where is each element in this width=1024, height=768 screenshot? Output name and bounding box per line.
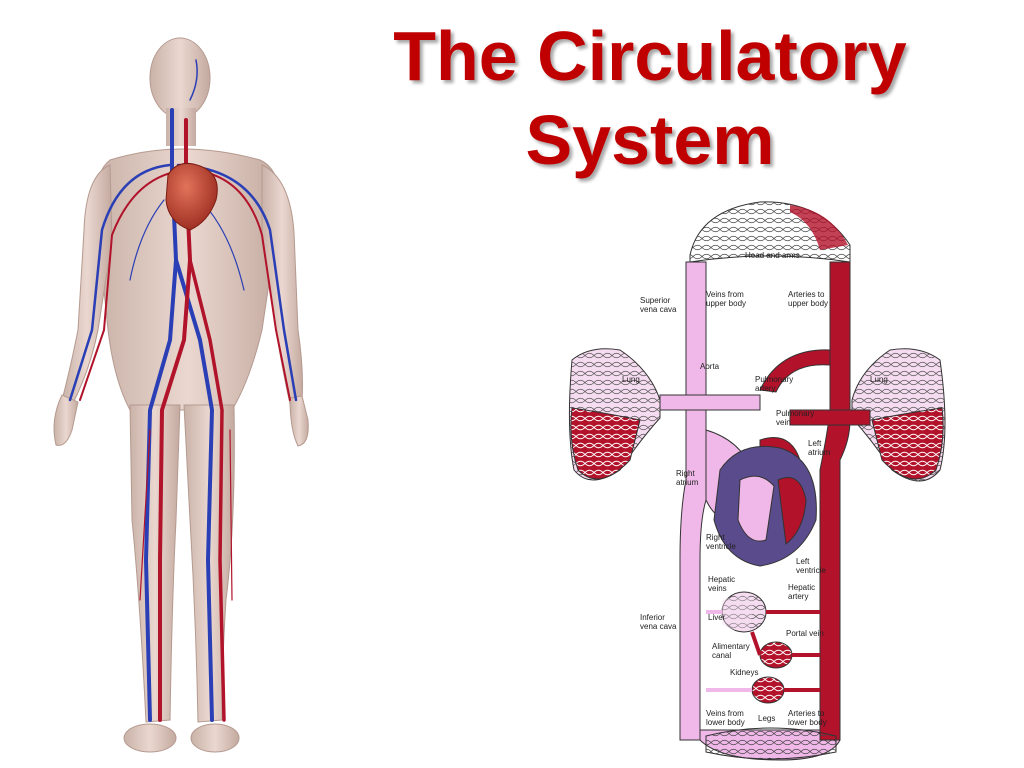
arm-right-side — [61, 164, 113, 406]
head-arms-capillaries — [689, 201, 851, 263]
hand-left-side — [289, 395, 309, 447]
label-pulmonary-vein-1: Pulmonary — [776, 409, 814, 418]
diagram-labels: Head and arms Superior vena cava Veins f… — [622, 251, 888, 727]
label-pulmonary-artery-2: artery — [755, 384, 775, 393]
liver-capillaries — [721, 591, 767, 633]
label-right-ventricle-2: ventricle — [706, 542, 736, 551]
human-figure — [53, 37, 309, 753]
heart — [165, 163, 218, 231]
label-pulmonary-artery-1: Pulmonary — [755, 375, 793, 384]
label-legs: Legs — [758, 714, 775, 723]
label-left-ventricle-1: Left — [796, 557, 810, 566]
label-veins-upper-1: Veins from — [706, 290, 744, 299]
label-pulmonary-vein-2: vein — [776, 418, 791, 427]
label-lung-left: Lung — [622, 375, 640, 384]
foot-left-side — [190, 723, 240, 753]
label-right-atrium-1: Right — [676, 469, 695, 478]
label-portal-vein: Portal vein — [786, 629, 824, 638]
label-alimentary-canal-2: canal — [712, 651, 731, 660]
label-right-atrium-2: atrium — [676, 478, 699, 487]
label-left-atrium-2: atrium — [808, 448, 831, 457]
head — [149, 37, 211, 119]
lung-right-capillaries — [851, 348, 946, 482]
leg-right-side — [129, 404, 181, 723]
page-title: The Circulatory System — [330, 14, 970, 182]
label-hepatic-artery-2: artery — [788, 592, 808, 601]
label-kidneys: Kidneys — [730, 668, 758, 677]
label-arteries-lower-1: Arteries to — [788, 709, 825, 718]
label-superior-vena-cava-1: Superior — [640, 296, 671, 305]
label-hepatic-artery-1: Hepatic — [788, 583, 815, 592]
title-line-2: System — [525, 101, 775, 179]
diagram-heart — [713, 445, 817, 567]
label-hepatic-veins-2: veins — [708, 584, 727, 593]
label-veins-upper-2: upper body — [706, 299, 746, 308]
label-superior-vena-cava-2: vena cava — [640, 305, 677, 314]
alimentary-capillaries — [759, 641, 793, 669]
label-hepatic-veins-1: Hepatic — [708, 575, 735, 584]
label-right-ventricle-1: Right — [706, 533, 725, 542]
label-aorta: Aorta — [700, 362, 720, 371]
label-inferior-vena-cava-2: vena cava — [640, 622, 677, 631]
circulation-diagram: Head and arms Superior vena cava Veins f… — [568, 201, 946, 761]
label-liver: Liver — [708, 613, 726, 622]
label-veins-lower-1: Veins from — [706, 709, 744, 718]
hand-right-side — [53, 394, 79, 446]
small-vessels — [706, 610, 820, 692]
label-arteries-upper-2: upper body — [788, 299, 828, 308]
title-line-1: The Circulatory — [393, 17, 907, 95]
label-head-arms: Head and arms — [745, 251, 800, 260]
label-arteries-upper-1: Arteries to — [788, 290, 825, 299]
legs-capillaries — [705, 727, 837, 760]
label-left-ventricle-2: ventricle — [796, 566, 826, 575]
kidney-capillaries — [751, 676, 785, 704]
foot-right-side — [123, 723, 177, 753]
label-left-atrium-1: Left — [808, 439, 822, 448]
label-veins-lower-2: lower body — [706, 718, 745, 727]
label-alimentary-canal-1: Alimentary — [712, 642, 750, 651]
label-inferior-vena-cava-1: Inferior — [640, 613, 665, 622]
label-arteries-lower-2: lower body — [788, 718, 827, 727]
label-lung-right: Lung — [870, 375, 888, 384]
lung-left-capillaries — [568, 348, 661, 481]
